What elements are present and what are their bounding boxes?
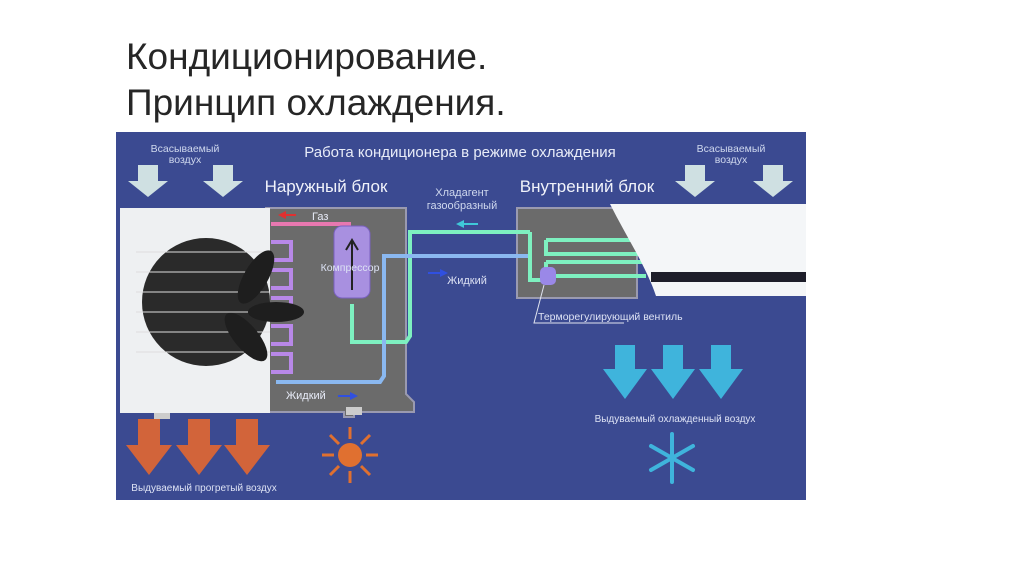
outdoor-foot: [346, 407, 362, 415]
fan-blades-icon: [224, 250, 304, 362]
warm-arrow-icon: [176, 419, 222, 475]
indoor-unit-label: Внутренний блок: [520, 177, 655, 196]
gas-pipe: [350, 230, 530, 344]
liquid-label-top: Жидкий: [447, 275, 487, 287]
expansion-valve-label: Терморегулирующий вентиль: [538, 311, 683, 323]
compressor-label: Компрессор: [321, 262, 380, 274]
refrigerant-pipes: [271, 222, 646, 384]
compressor-arrow-icon: [345, 238, 359, 290]
outdoor-unit-label: Наружный блок: [265, 177, 388, 196]
intake-arrows-right: [675, 165, 793, 197]
evaporator-coil: [528, 232, 646, 282]
cool-air-arrows: [603, 345, 743, 399]
warm-air-arrows: [126, 419, 270, 475]
warm-air-label: Выдуваемый прогретый воздух: [131, 483, 276, 494]
refrigerant-gas-label-1: Хладагент: [435, 187, 488, 199]
gas-label: Газ: [312, 211, 328, 223]
intake-air-right-label-1: Всасываемый: [697, 143, 766, 155]
diagram-heading: Работа кондиционера в режиме охлаждения: [304, 144, 616, 161]
warm-arrow-icon: [224, 419, 270, 475]
intake-arrow-icon: [128, 165, 168, 197]
indoor-display-strip: [651, 272, 806, 282]
intake-arrows-left: [128, 165, 243, 197]
intake-air-left-label-1: Всасываемый: [151, 143, 220, 155]
gas-arrow-icon: [278, 211, 296, 219]
cooling-diagram: Всасываемый воздух Всасываемый воздух Ра…: [116, 132, 806, 500]
warm-arrow-icon: [126, 419, 172, 475]
gas-flow-arrow-icon: [456, 220, 478, 228]
liquid-arrow-bottom-icon: [338, 392, 358, 400]
intake-arrow-icon: [203, 165, 243, 197]
slide-title: Кондиционирование. Принцип охлаждения.: [126, 34, 506, 126]
liquid-arrow-icon: [428, 269, 448, 277]
sun-icon: [322, 427, 378, 483]
intake-air-right-label-2: воздух: [715, 154, 748, 166]
liquid-label-bottom: Жидкий: [286, 390, 326, 402]
cool-air-label: Выдуваемый охлажденный воздух: [595, 414, 756, 425]
valve-leader-line: [533, 284, 624, 324]
liquid-pipe: [276, 254, 530, 384]
snowflake-icon: [649, 432, 695, 484]
cool-arrow-icon: [603, 345, 647, 399]
intake-air-left-label-2: воздух: [169, 154, 202, 166]
slide-title-line-2: Принцип охлаждения.: [126, 82, 506, 123]
cool-arrow-icon: [651, 345, 695, 399]
refrigerant-gas-label-2: газообразный: [427, 200, 498, 212]
slide-title-line-1: Кондиционирование.: [126, 36, 488, 77]
intake-arrow-icon: [675, 165, 715, 197]
outdoor-foot: [154, 413, 170, 419]
intake-arrow-icon: [753, 165, 793, 197]
cool-arrow-icon: [699, 345, 743, 399]
expansion-valve: [540, 267, 556, 285]
